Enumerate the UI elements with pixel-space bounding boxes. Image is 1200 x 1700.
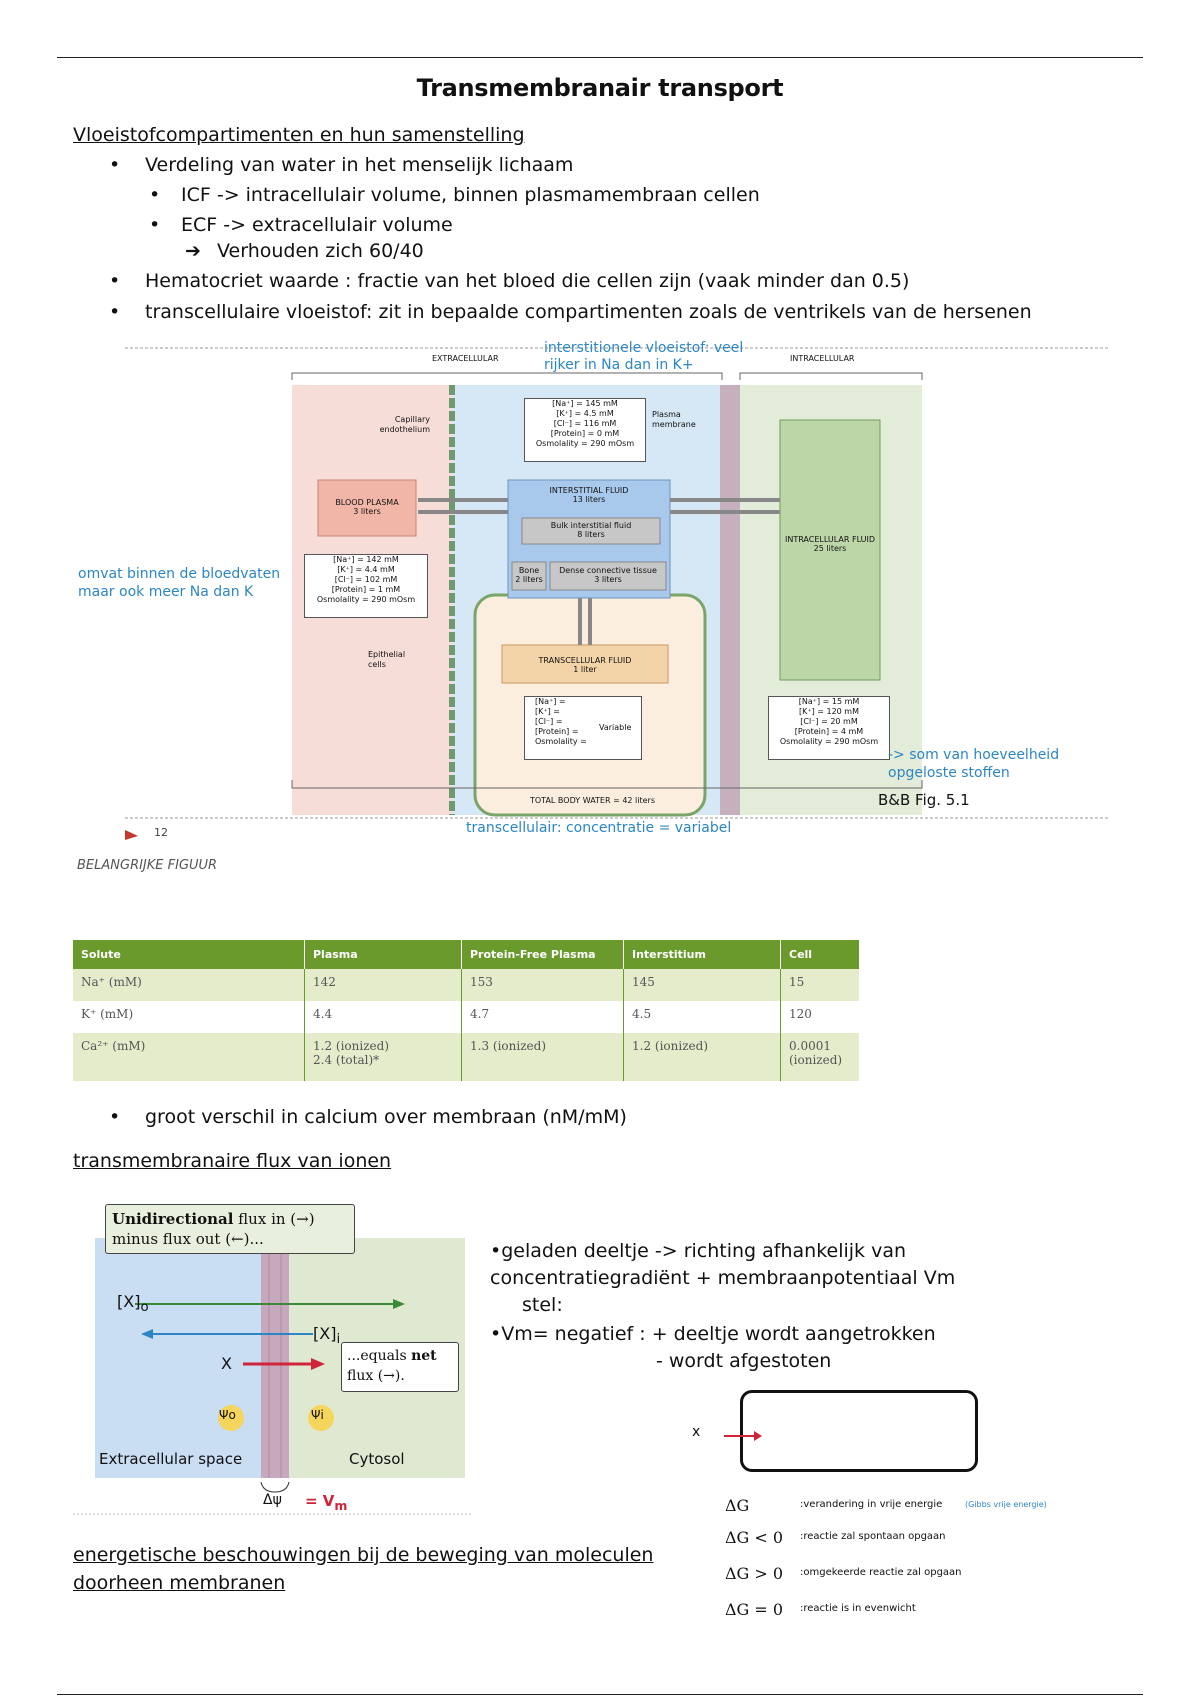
section-heading-flux: transmembranaire flux van ionen bbox=[73, 1150, 392, 1172]
label-extracellular: EXTRACELLULAR bbox=[432, 354, 499, 363]
label-epithelial-cells: Epithelial cells bbox=[368, 650, 406, 669]
table-cell: 15 bbox=[780, 969, 859, 1001]
conc-box-intracellular: [Na⁺] = 15 mM[K⁺] = 120 mM[Cl⁻] = 20 mM[… bbox=[768, 696, 890, 760]
label-plasma-membrane: Plasma membrane bbox=[652, 410, 696, 429]
label-x-inside: [X]i bbox=[313, 1324, 341, 1348]
table-cell: 1.3 (ionized) bbox=[461, 1033, 624, 1081]
body-fluid-figure: EXTRACELLULAR INTRACELLULAR interstition… bbox=[0, 340, 1200, 860]
bullet-transcellular: •transcellulaire vloeistof: zit in bepaa… bbox=[109, 301, 1032, 323]
table-cell: 120 bbox=[780, 1001, 859, 1033]
figure-page-number: 12 bbox=[154, 826, 168, 839]
table-cell: 145 bbox=[623, 969, 781, 1001]
table-cell: 0.0001 (ionized) bbox=[780, 1033, 859, 1081]
solute-table: Solute Plasma Protein-Free Plasma Inters… bbox=[73, 940, 859, 1081]
bullet-icf: •ICF -> intracellulair volume, binnen pl… bbox=[149, 184, 760, 206]
label-total-body-water: TOTAL BODY WATER = 42 liters bbox=[530, 796, 656, 805]
label-cytosol: Cytosol bbox=[349, 1450, 405, 1468]
red-arrow-icon bbox=[724, 1431, 762, 1441]
section-heading-energetics: energetische beschouwingen bij de bewegi… bbox=[73, 1544, 654, 1594]
table-row: K⁺ (mM) 4.4 4.7 4.5 120 bbox=[73, 1001, 859, 1033]
label-capillary-endothelium: Capillary endothelium bbox=[379, 415, 430, 434]
note-blood-vessels: omvat binnen de bloedvaten maar ook meer… bbox=[78, 566, 281, 600]
arrow-icon: ➔ bbox=[185, 240, 201, 262]
table-cell: 4.7 bbox=[461, 1001, 624, 1033]
table-row: Ca²⁺ (mM) 1.2 (ionized)2.4 (total)* 1.3 … bbox=[73, 1033, 859, 1081]
label-x-small: x bbox=[692, 1424, 701, 1440]
bullet-ratio: ➔Verhouden zich 60/40 bbox=[185, 240, 424, 262]
flux-callout-unidirectional: Unidirectional flux in (→) minus flux ou… bbox=[105, 1204, 355, 1254]
table-cell: 1.2 (ionized)2.4 (total)* bbox=[304, 1033, 462, 1081]
table-cell: 4.5 bbox=[623, 1001, 781, 1033]
figure-reference: B&B Fig. 5.1 bbox=[878, 791, 970, 809]
table-header: Cell bbox=[780, 940, 859, 969]
table-row: Na⁺ (mM) 142 153 145 15 bbox=[73, 969, 859, 1001]
bottom-rule bbox=[57, 1694, 1143, 1695]
psi-inside-icon: Ψi bbox=[311, 1408, 324, 1422]
label-vm: = Vm bbox=[305, 1492, 348, 1513]
table-cell: K⁺ (mM) bbox=[73, 1001, 305, 1033]
conc-box-interstitial: [Na⁺] = 145 mM[K⁺] = 4.5 mM[Cl⁻] = 116 m… bbox=[524, 398, 646, 462]
table-cell: 142 bbox=[304, 969, 462, 1001]
label-x-outside: [X]o bbox=[117, 1292, 149, 1316]
cell-box-diagram: x bbox=[690, 1388, 980, 1472]
label-variable: Variable bbox=[599, 723, 632, 732]
table-header: Interstitium bbox=[623, 940, 781, 969]
note-interstitial: interstitionele vloeistof: veel rijker i… bbox=[544, 340, 744, 373]
page-title: Transmembranair transport bbox=[416, 74, 784, 102]
flux-callout-net: ...equals net flux (→). bbox=[341, 1342, 459, 1392]
note-transcellular: transcellulair: concentratie = variabel bbox=[466, 820, 732, 836]
note-osmolality: -> som van hoeveelheid opgeloste stoffen bbox=[888, 747, 1060, 781]
section-heading-compartments: Vloeistofcompartimenten en hun samenstel… bbox=[73, 124, 525, 146]
top-rule bbox=[57, 57, 1143, 58]
label-intracellular: INTRACELLULAR bbox=[790, 354, 855, 363]
bullet-calcium: •groot verschil in calcium over membraan… bbox=[109, 1106, 627, 1128]
table-cell: 1.2 (ionized) bbox=[623, 1033, 781, 1081]
flux-explanation: •geladen deeltje -> richting afhankelijk… bbox=[490, 1240, 956, 1372]
table-cell: 4.4 bbox=[304, 1001, 462, 1033]
label-delta-psi: Δψ bbox=[263, 1492, 282, 1508]
bullet-water: •Verdeling van water in het menselijk li… bbox=[109, 154, 574, 176]
flux-diagram: Unidirectional flux in (→) minus flux ou… bbox=[73, 1192, 473, 1522]
figure-caption: BELANGRIJKE FIGUUR bbox=[77, 858, 218, 873]
table-header: Plasma bbox=[304, 940, 462, 969]
psi-outside-icon: Ψo bbox=[219, 1408, 236, 1422]
table-cell: 153 bbox=[461, 969, 624, 1001]
table-cell: Ca²⁺ (mM) bbox=[73, 1033, 305, 1081]
conc-box-plasma: [Na⁺] = 142 mM[K⁺] = 4.4 mM[Cl⁻] = 102 m… bbox=[304, 554, 428, 618]
table-header: Protein-Free Plasma bbox=[461, 940, 624, 969]
table-cell: Na⁺ (mM) bbox=[73, 969, 305, 1001]
table-header: Solute bbox=[73, 940, 305, 969]
bullet-hematocrit: •Hematocriet waarde : fractie van het bl… bbox=[109, 270, 910, 292]
conc-box-transcellular: [Na⁺] =[K⁺] =[Cl⁻] =[Protein] =Osmolalit… bbox=[524, 696, 642, 760]
label-x: X bbox=[221, 1354, 232, 1373]
label-extracellular-space: Extracellular space bbox=[99, 1450, 243, 1468]
cell-box bbox=[740, 1390, 978, 1472]
table-header-row: Solute Plasma Protein-Free Plasma Inters… bbox=[73, 940, 859, 969]
bullet-ecf: •ECF -> extracellulair volume bbox=[149, 214, 453, 236]
